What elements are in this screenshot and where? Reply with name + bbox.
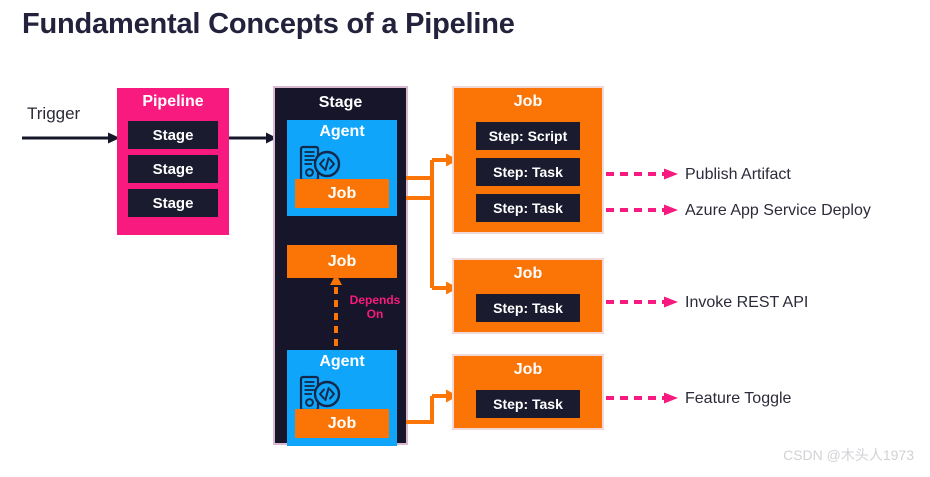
pipeline-stage-item: Stage [128,189,218,217]
job-heading: Job [513,265,543,282]
pipeline-heading: Pipeline [142,93,204,110]
trigger-label: Trigger [27,104,81,123]
job-connector-arrow-icon [406,389,458,424]
stage-column-heading: Stage [318,94,363,111]
dashed-output-arrow-icon [606,392,678,404]
output-label: Invoke REST API [685,294,809,311]
agent-job-box: Job [295,409,389,438]
step-box: Step: Task [476,158,580,186]
output-label: Azure App Service Deploy [685,202,871,219]
dashed-output-arrow-icon [606,168,678,180]
depends-on-label: Depends On [345,293,405,321]
output-label: Publish Artifact [685,166,791,183]
agent-box: Agent Job [287,350,397,446]
depends-on-line1: Depends [349,293,401,307]
stage-column: Stage Agent Job Job Agent [273,86,408,446]
job-heading: Job [513,93,543,110]
dashed-output-arrow-icon [606,204,678,216]
dashed-output-arrow-icon [606,296,678,308]
output-label: Feature Toggle [685,390,792,407]
agent-heading: Agent [319,353,365,370]
job-box: Job Step: Task [452,258,604,334]
pipeline-to-stage-arrow-icon [229,132,277,144]
job-box: Job Step: Task [452,354,604,430]
agent-box: Agent Job [287,120,397,216]
job-heading: Job [513,361,543,378]
step-box: Step: Task [476,294,580,322]
job-box: Job Step: Script Step: Task Step: Task [452,86,604,234]
right-arrow-icon [22,132,120,144]
step-box: Step: Script [476,122,580,150]
server-code-icon [299,375,341,412]
standalone-job-box: Job [287,245,397,278]
step-box: Step: Task [476,194,580,222]
step-box: Step: Task [476,390,580,418]
page-title: Fundamental Concepts of a Pipeline [22,8,515,40]
agent-job-box: Job [295,179,389,208]
agent-heading: Agent [319,123,365,140]
dashed-up-arrow-icon [330,274,342,346]
pipeline-stage-item: Stage [128,155,218,183]
depends-on-line2: On [366,307,384,321]
server-code-icon [299,145,341,182]
job-connector-arrow-icon [406,176,458,295]
watermark: CSDN @木头人1973 [783,447,914,463]
pipeline-stage-item: Stage [128,121,218,149]
pipeline-box: Pipeline Stage Stage Stage [117,88,229,235]
